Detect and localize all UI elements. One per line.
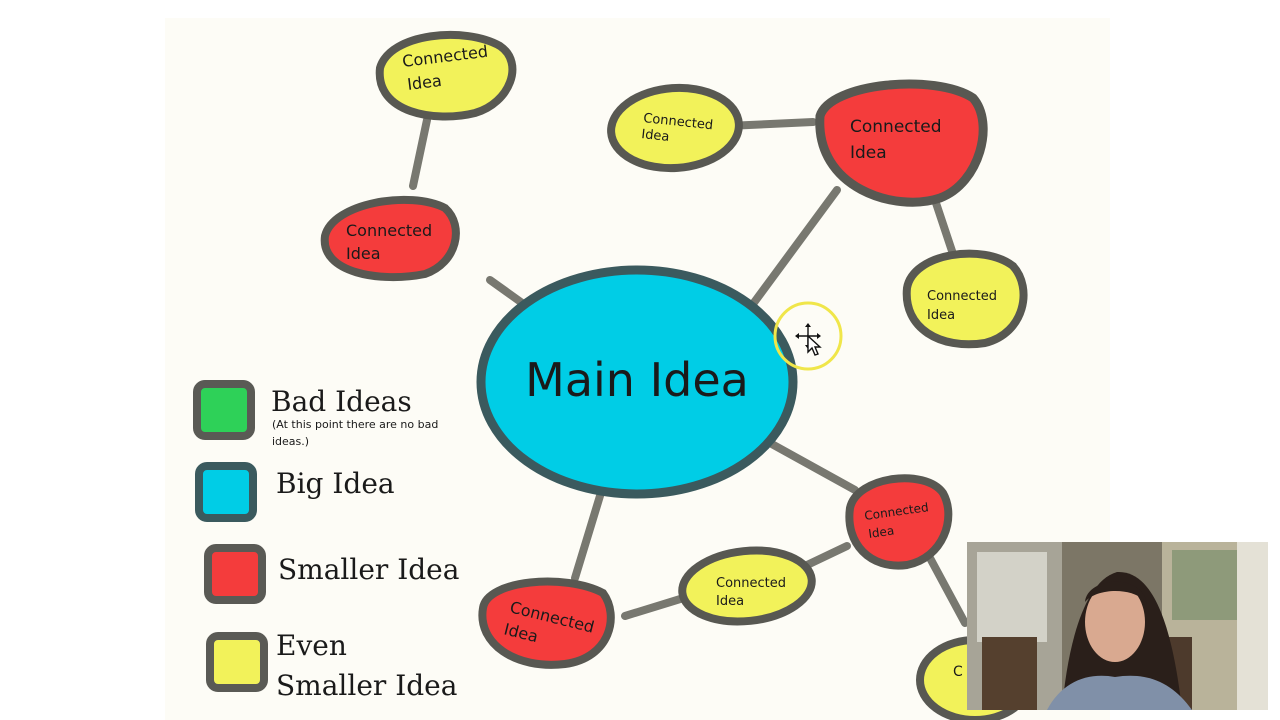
- connector-main-to-bottom-red: [571, 482, 607, 582]
- mind-map-canvas: Main Idea Connected Idea Connected Idea …: [165, 18, 1110, 720]
- node-label-line2: Idea: [641, 127, 670, 145]
- node-label-line2: Idea: [850, 143, 887, 163]
- webcam-presenter-image: [967, 542, 1268, 710]
- node-label-line1: Connected: [927, 289, 997, 304]
- legend-swatch-even-smaller-idea: [206, 632, 268, 692]
- node-label-line2: Idea: [716, 594, 744, 609]
- connector-bottom-red-to-bottom-yellow: [621, 592, 694, 620]
- connected-idea-node-top-right: Connected Idea: [815, 79, 988, 207]
- legend-swatch-smaller-idea: [204, 544, 266, 604]
- connector-main-to-top-right-red: [746, 186, 841, 312]
- cursor-highlight: [773, 301, 843, 371]
- node-label-line2: Idea: [927, 308, 955, 323]
- legend-label-bad-ideas: Bad Ideas: [271, 385, 412, 418]
- connected-idea-node-bottom-left: Connected Idea: [478, 577, 615, 669]
- move-cursor-icon: [795, 323, 822, 356]
- mind-map-diagram: Main Idea Connected Idea Connected Idea …: [320, 30, 1034, 720]
- node-label-line1: Connected: [850, 117, 942, 137]
- node-label-line2: Idea: [346, 244, 381, 263]
- main-idea-label: Main Idea: [525, 353, 749, 407]
- connected-idea-node-bottom: Connected Idea: [678, 546, 816, 626]
- legend-note-bad-ideas: (At this point there are no bad ideas.): [272, 418, 439, 448]
- webcam-overlay: [967, 542, 1268, 710]
- cursor-highlight-ring: [773, 301, 843, 371]
- connector-right-red-to-corner-yellow: [926, 554, 969, 627]
- legend-label-big-idea: Big Idea: [276, 467, 395, 500]
- main-idea-node: Main Idea: [476, 265, 798, 499]
- connected-idea-node-right: Connected Idea: [902, 249, 1028, 349]
- legend-label-even-smaller-line2: Smaller Idea: [276, 669, 458, 702]
- legend-label-even-smaller-line1: Even: [276, 629, 347, 662]
- connected-idea-node-left: Connected Idea: [320, 195, 460, 282]
- node-label-line1: Connected: [716, 576, 786, 591]
- connected-idea-node-top-left: Connected Idea: [375, 30, 517, 121]
- node-label-line1: Connected: [643, 111, 714, 133]
- connector-bottom-yellow-to-right-red: [801, 542, 851, 570]
- legend-label-smaller-idea: Smaller Idea: [278, 553, 460, 586]
- node-label-line2: Idea: [406, 71, 443, 94]
- connector-left-red-to-top-yellow: [409, 116, 431, 190]
- connected-idea-node-top: Connected Idea: [607, 83, 743, 173]
- connector-main-to-right-red: [766, 439, 859, 494]
- legend-swatch-bad-ideas: [193, 380, 255, 440]
- connected-idea-node-lower-right: Connected Idea: [845, 474, 953, 570]
- connectors: [409, 116, 969, 627]
- connector-top-right-red-to-right-yellow: [931, 196, 957, 258]
- node-label-line2: Idea: [867, 524, 895, 541]
- legend-swatch-big-idea: [195, 462, 257, 522]
- node-label-partial: C I: [953, 664, 971, 680]
- node-label-line1: Connected: [346, 221, 432, 240]
